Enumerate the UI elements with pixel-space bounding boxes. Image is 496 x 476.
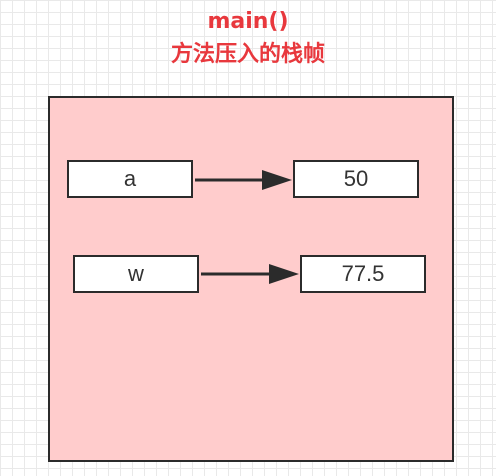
title-method-name: main() [207,9,289,34]
value-box-a: 50 [293,160,419,198]
title-description: 方法压入的栈帧 [170,42,325,67]
variable-box-a: a [67,160,193,198]
value-box-w: 77.5 [300,255,426,293]
arrow-a-to-value [195,170,292,190]
arrow-w-to-value [201,264,299,284]
variable-box-w: w [73,255,199,293]
